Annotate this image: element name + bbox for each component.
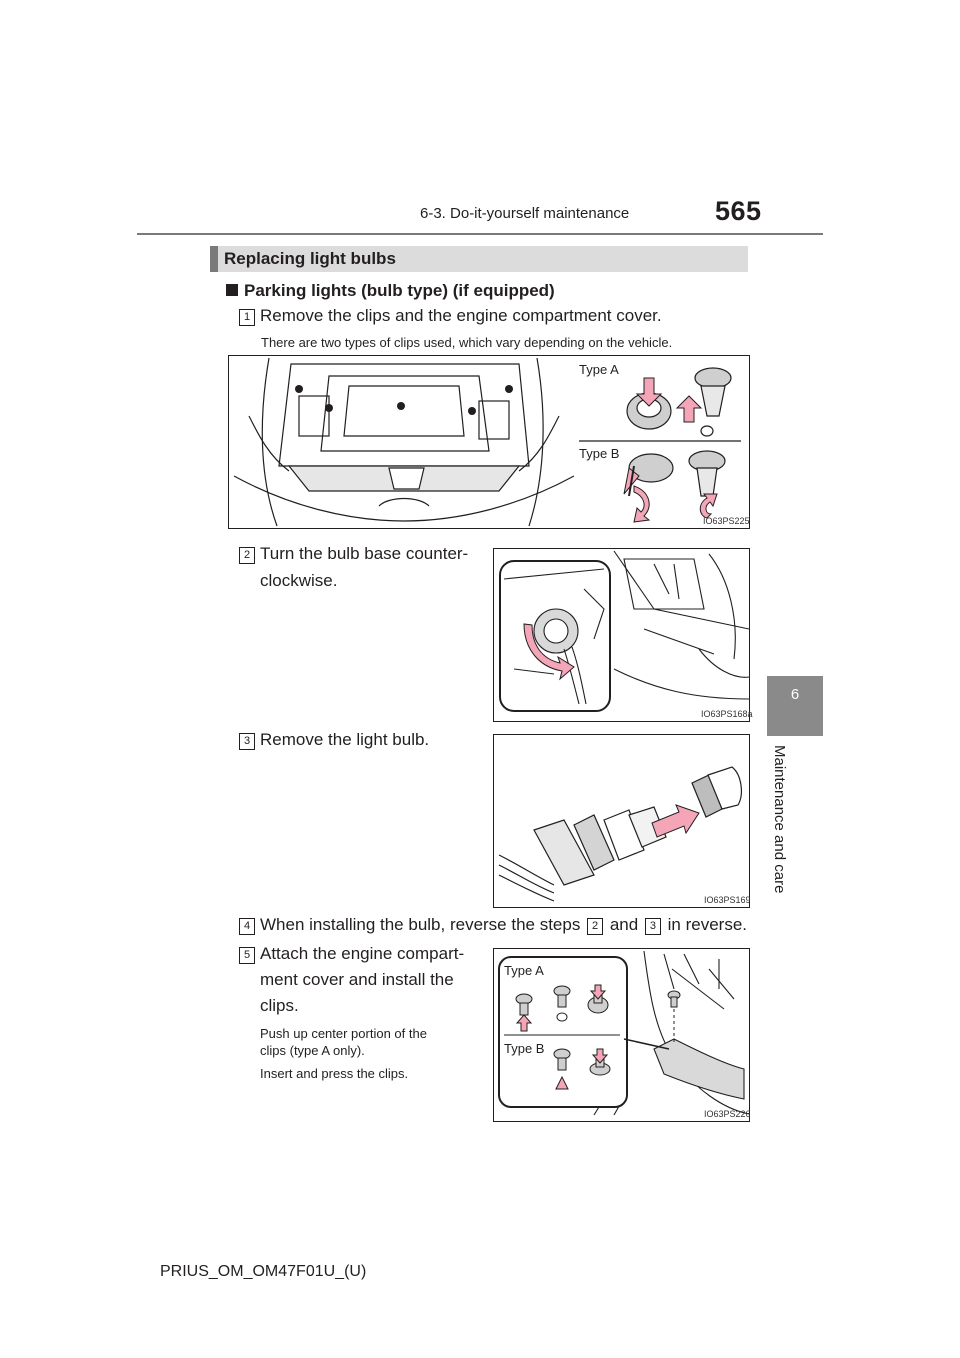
step-5-note1-line2: clips (type A only). [260,1043,365,1058]
chapter-label-text: Maintenance and care [771,745,788,894]
remove-bulb-illustration [498,766,742,902]
fig2-code: IO63PS168a [701,709,753,719]
engine-compartment-illustration [233,357,741,527]
step-5-note2: Insert and press the clips. [260,1066,409,1081]
header-rule [137,233,823,235]
fig1-code: IO63PS225 [703,516,750,526]
section-title: Replacing light bulbs [224,249,396,268]
step-2-text-line1: Turn the bulb base counter- [260,544,469,563]
step-5-text-line2: ment cover and install the [260,970,454,989]
install-clips-illustration [498,950,750,1116]
step-1-note: There are two types of clips used, which… [261,335,673,350]
chapter-label: Maintenance and care [768,745,794,894]
document-code-footer: PRIUS_OM_OM47F01U_(U) [160,1263,367,1280]
step-4-text: When installing the bulb, reverse the st… [260,914,747,936]
fig4-type-b-label: Type B [504,1041,545,1056]
fig1-type-a-label: Type A [579,362,619,377]
step-4-ref-3: 3 [644,918,661,935]
step-2-text-line2: clockwise. [260,571,338,590]
section-bar [210,246,748,272]
subheading-text: Parking lights (bulb type) (if equipped) [244,281,555,300]
step-4-text-part1: When installing the bulb, reverse the st… [260,915,581,934]
subheading: Parking lights (bulb type) (if equipped) [226,281,555,301]
step-5-note1-line1: Push up center portion of the [260,1026,427,1041]
figure-engine-compartment: Type A Type B IO63PS225 [228,355,750,529]
page-number: 565 [715,196,762,226]
running-header-section: 6-3. Do-it-yourself maintenance [420,205,630,222]
fig1-type-b-label: Type B [579,446,620,461]
step-4-text-part2: and [609,915,639,934]
step-4-text-part3: in reverse. [667,915,748,934]
step-number-5: 5 [239,947,255,964]
square-bullet-icon [226,284,238,296]
fig4-code: IO63PS226 [704,1109,751,1119]
step-number-1: 1 [239,309,255,326]
figure-bulb-base-rotation: IO63PS168a [493,548,753,722]
figure-remove-bulb: IO63PS169 [493,734,751,908]
chapter-number: 6 [790,686,800,703]
bulb-base-illustration [499,550,750,712]
figure-install-clips: Type A Type B IO63PS226 [493,948,751,1122]
step-number-2: 2 [239,547,255,564]
step-3-text: Remove the light bulb. [260,730,430,749]
step-number-3: 3 [239,733,255,750]
step-5-text-line3: clips. [260,996,299,1015]
step-number-4: 4 [239,918,255,935]
step-1-text: Remove the clips and the engine compartm… [260,306,662,325]
step-5-text-line1: Attach the engine compart- [260,944,465,963]
step-4-ref-2: 2 [587,918,604,935]
fig3-code: IO63PS169 [704,895,751,905]
chapter-tab [767,676,823,736]
fig4-type-a-label: Type A [504,963,544,978]
